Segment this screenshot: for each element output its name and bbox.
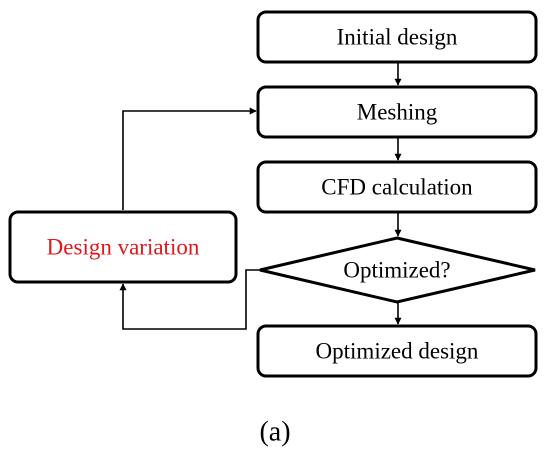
- step-cfd-calculation-label: CFD calculation: [321, 175, 473, 200]
- arrow-decision-to-variation: [119, 269, 260, 330]
- step-design-variation-box: [8, 210, 238, 284]
- decision-optimized-diamond: [259, 236, 536, 304]
- step-optimized-design-label: Optimized design: [316, 339, 479, 364]
- step-meshing-box: [256, 85, 538, 139]
- step-meshing-label: Meshing: [357, 100, 438, 125]
- decision-optimized-label: Optimized?: [343, 258, 450, 283]
- step-initial-design-label: Initial design: [337, 25, 458, 50]
- arrow-variation-to-meshing: [122, 107, 257, 210]
- step-cfd-calculation-box: [256, 160, 538, 214]
- step-optimized-design-box: [256, 324, 538, 378]
- figure-caption: (a): [259, 417, 290, 448]
- step-design-variation-label: Design variation: [47, 235, 200, 260]
- step-initial-design-box: [256, 10, 538, 64]
